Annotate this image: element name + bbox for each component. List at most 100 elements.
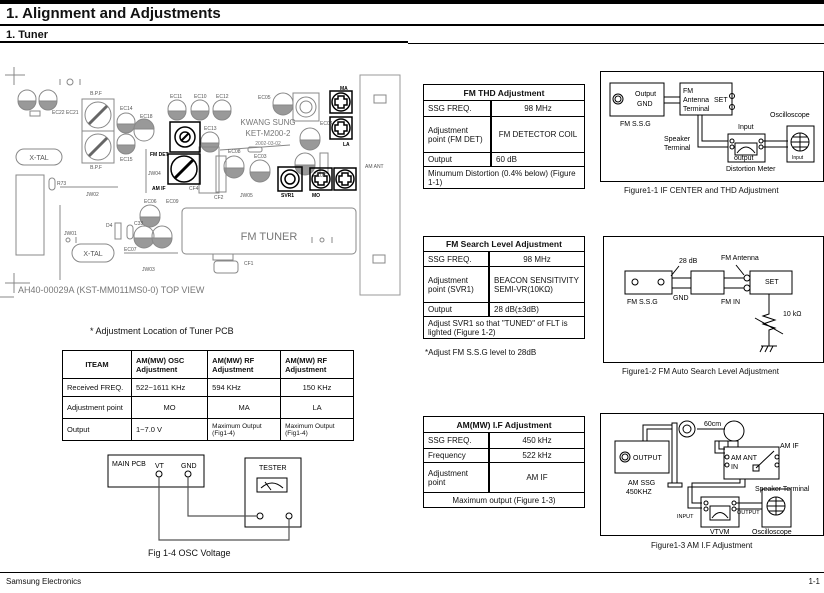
jw02-label: JW02: [86, 192, 99, 198]
table-row: Output 28 dB(±3dB): [423, 302, 585, 317]
ec07-label: EC07: [124, 247, 137, 253]
tester-label: TESTER: [259, 465, 287, 472]
fig11-speaker-terminal-label: Terminal: [664, 145, 691, 152]
table-row: Received FREQ. 522~1611 KHz 594 KHz 150 …: [62, 378, 354, 397]
table-row: SSG FREQ. 98 MHz: [423, 100, 585, 117]
ec08-label: EC08: [228, 149, 241, 155]
mo-label: MO: [312, 193, 320, 199]
ec05-label: EC05: [258, 95, 271, 101]
footer-page-number: 1-1: [808, 577, 820, 586]
section-title: 1. Tuner: [6, 29, 48, 41]
svr1-label: SVR1: [281, 193, 294, 199]
fm-thd-table: FM THD Adjustment SSG FREQ. 98 MHz Adjus…: [423, 84, 585, 189]
main-pcb-box: [107, 454, 205, 488]
jw03-label: JW03: [142, 267, 155, 273]
table-cell: 150 KHz: [280, 378, 354, 397]
fig13-am-ant-label: AM ANT: [731, 455, 758, 462]
fig11-input-label: Input: [738, 124, 754, 131]
page-title: 1. Alignment and Adjustments: [6, 5, 221, 22]
table-cell: Output: [62, 418, 132, 441]
table-row: Adjustment point (SVR1) BEACON SENSITIVI…: [423, 266, 585, 303]
fig13-distance-label: 60cm: [704, 421, 721, 428]
fig12-resistor-label: 10 kΩ: [783, 311, 801, 318]
fig1-4-caption: Fig 1-4 OSC Voltage: [148, 548, 231, 558]
footer-rule: [0, 572, 824, 573]
ec15-label: EC15: [120, 157, 133, 163]
d4-label: D4: [106, 223, 113, 229]
title-rule: [0, 24, 824, 26]
fig11-set-label: SET: [714, 97, 728, 104]
fig12-gnd-label: GND: [673, 295, 689, 302]
fm-det-label: FM DET: [150, 152, 169, 158]
ec13-label: EC13: [204, 126, 217, 132]
fig13-input-label: INPUT: [677, 514, 694, 520]
fig12-fm-in-label: FM IN: [721, 299, 740, 306]
fig11-oscilloscope-label: Oscilloscope: [770, 112, 810, 119]
fig11-terminal-label: Terminal: [683, 106, 710, 113]
am-if-label: AM IF: [152, 186, 166, 192]
am-if-table: AM(MW) I.F Adjustment SSG FREQ. 450 kHz …: [423, 416, 585, 508]
fig11-distortion-meter-label: Distortion Meter: [726, 166, 776, 173]
ec02-label: EC02: [313, 173, 326, 179]
table-cell: 522~1611 KHz: [130, 378, 209, 397]
am-adjustment-table: ITEAM AM(MW) OSC Adjustment AM(MW) RF Ad…: [62, 350, 354, 441]
jw01-label: JW01: [64, 231, 77, 237]
table-row: Output 60 dB: [423, 152, 585, 167]
am-table-header: AM(MW) RF Adjustment: [207, 350, 282, 379]
top-bar: [0, 0, 824, 4]
table-cell: FM DETECTOR COIL: [490, 116, 585, 153]
ec14-label: EC14: [120, 106, 133, 112]
table-cell: MO: [130, 396, 209, 419]
pcb-date: 2002-03-02: [255, 141, 281, 147]
table-row: Adjustment point AM IF: [423, 462, 585, 493]
fm-search-title: FM Search Level Adjustment: [423, 236, 585, 252]
table-cell: 594 KHz: [207, 378, 282, 397]
xtal2-label: X-TAL: [83, 251, 102, 258]
table-cell: Received FREQ.: [62, 378, 132, 397]
fig1-2-caption: Figure1-2 FM Auto Search Level Adjustmen…: [622, 367, 779, 376]
ec06-label: EC06: [144, 199, 157, 205]
table-cell: Output: [423, 152, 492, 167]
table-row: Frequency 522 kHz: [423, 448, 585, 463]
fig13-output-label: OUTPUT: [633, 455, 663, 462]
table-cell: LA: [280, 396, 354, 419]
fig1-1-diagram: Output GND FM S.S.G FM Antenna Terminal …: [600, 71, 824, 182]
table-row: SSG FREQ. 98 MHz: [423, 251, 585, 267]
ec18-label: EC18: [140, 114, 153, 120]
fig13-vtvm-label: VTVM: [710, 529, 730, 536]
table-cell: Adjustment point: [62, 396, 132, 419]
table-cell: 98 MHz: [488, 251, 585, 267]
ec21-label: EC21: [66, 110, 79, 116]
ec11-label: EC11: [170, 94, 182, 100]
table-row: Output 1~7.0 V Maximum Output (Fig1-4) M…: [62, 418, 354, 441]
la-label: LA: [343, 142, 350, 148]
table-cell: 60 dB: [490, 152, 585, 167]
ec09-label: EC09: [166, 199, 179, 205]
fm-tuner-label: FM TUNER: [241, 231, 298, 243]
table-cell: Adjustment point (FM DET): [423, 116, 492, 153]
table-cell: Adjustment point (SVR1): [423, 266, 490, 303]
table-cell: 98 MHz: [490, 100, 585, 117]
fig11-antenna-label: Antenna: [683, 97, 709, 104]
ec22-label: EC22: [52, 110, 65, 116]
table-row: SSG FREQ. 450 kHz: [423, 432, 585, 449]
fig12-db-label: 28 dB: [679, 258, 698, 265]
fig11-fm-label: FM: [683, 88, 693, 95]
main-pcb-label: MAIN PCB: [112, 461, 146, 468]
fig11-scope-input-label: Input: [792, 155, 804, 161]
table-cell: MA: [207, 396, 282, 419]
vt-label: VT: [155, 463, 165, 470]
pcb-manufacturer: KWANG SUNG: [240, 118, 295, 127]
fm-thd-title: FM THD Adjustment: [423, 84, 585, 101]
fig13-in-label: IN: [731, 464, 738, 471]
jw04-label: JW04: [148, 171, 161, 177]
table-cell: SSG FREQ.: [423, 432, 490, 449]
fig13-oscilloscope-label: Oscilloscope: [752, 529, 792, 536]
bpf-bottom-label: B.P.F: [90, 165, 102, 171]
fig13-am-ssg-label: AM SSG: [628, 480, 655, 487]
fig12-set-label: SET: [765, 279, 779, 286]
am-table-header: ITEAM: [62, 350, 132, 379]
fig11-speaker-label: Speaker: [664, 136, 691, 143]
bpf-top-label: B.P.F: [90, 91, 102, 97]
tester-box: [244, 457, 302, 528]
